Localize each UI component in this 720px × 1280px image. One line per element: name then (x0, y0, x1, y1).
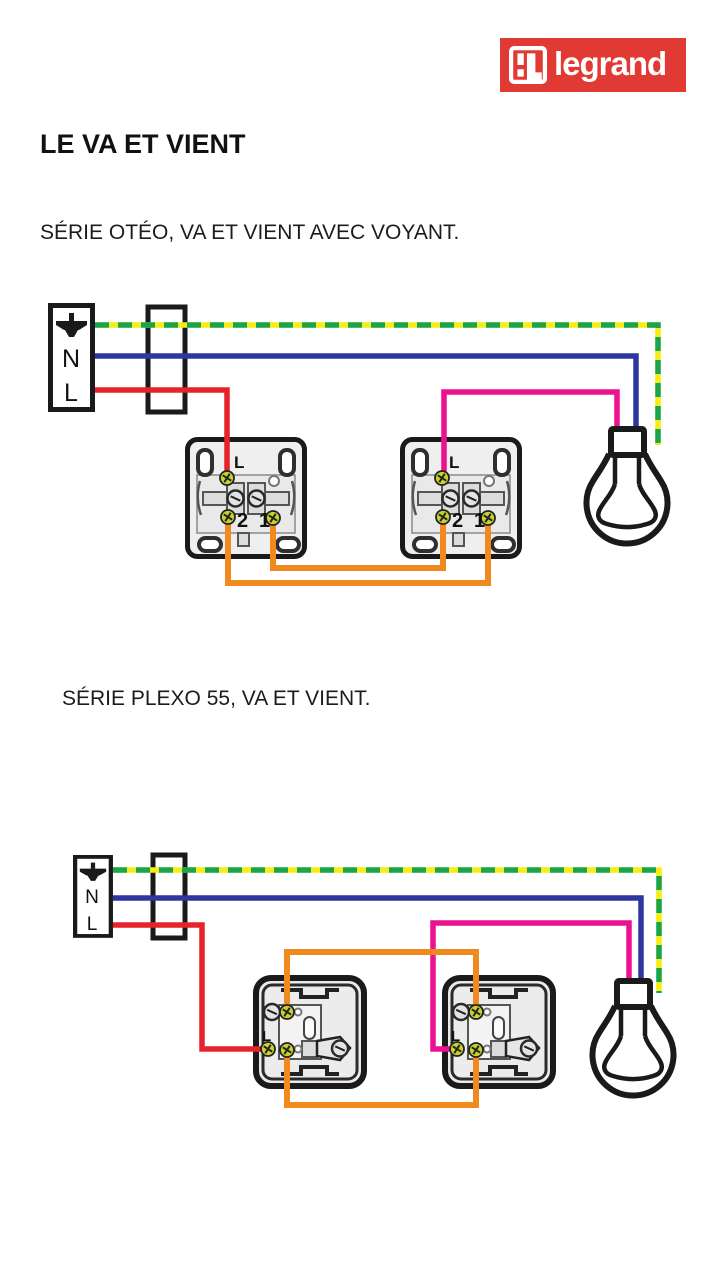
live-label: L (87, 914, 98, 935)
terminal-screw (434, 470, 450, 486)
lamp (587, 429, 668, 544)
switch-a (256, 978, 364, 1086)
lamp-return-wire (441, 389, 620, 474)
live-label: L (64, 379, 78, 407)
neutral-wire (113, 895, 644, 985)
shuttle-2-label: 2 (452, 510, 463, 532)
terminal-screw (279, 1004, 295, 1020)
shuttle-2-label: 2 (237, 510, 248, 532)
earth-wire-stripes (113, 867, 662, 993)
shuttle-1-label: 1 (474, 510, 485, 532)
live-wire (113, 922, 262, 1052)
switch-live-label: L (449, 453, 459, 472)
diagram-oteo: N L L L 2 1 2 1 (51, 306, 668, 586)
shuttle-wire-2 (270, 515, 446, 571)
live-wire (95, 387, 230, 474)
terminal-screw (435, 509, 451, 525)
switch-b (445, 978, 553, 1086)
switch-live-label: L (451, 1028, 460, 1045)
neutral-label: N (62, 345, 80, 373)
terminal-screw (279, 1042, 295, 1058)
shuttle-1-label: 1 (259, 510, 270, 532)
lamp-return-wire (430, 920, 632, 1052)
earth-wire-stripes (95, 322, 661, 445)
terminal-screw (220, 509, 236, 525)
switch-b (403, 440, 520, 557)
section-title-plexo: SÉRIE PLEXO 55, VA ET VIENT. (62, 687, 371, 710)
neutral-wire (95, 353, 639, 433)
legrand-mark-icon (509, 46, 547, 84)
terminal-screw (219, 470, 235, 486)
shuttle-wire-1 (225, 515, 491, 586)
neutral-label: N (85, 887, 99, 908)
page-title: LE VA ET VIENT (40, 129, 246, 159)
switch-live-label: L (262, 1028, 271, 1045)
switch-a (188, 440, 305, 557)
lamp (593, 981, 674, 1096)
brand-name: legrand (554, 44, 667, 82)
earth-wire (113, 867, 662, 993)
diagram-plexo: N L L L (75, 852, 674, 1108)
terminal-screw (468, 1004, 484, 1020)
shuttle-wire-1 (284, 949, 479, 1013)
legrand-logo: legrand (500, 38, 686, 92)
shuttle-wire-2 (284, 1049, 479, 1108)
terminal-screw (468, 1042, 484, 1058)
switch-live-label: L (234, 453, 244, 472)
section-title-oteo: SÉRIE OTÉO, VA ET VIENT AVEC VOYANT. (40, 221, 460, 244)
